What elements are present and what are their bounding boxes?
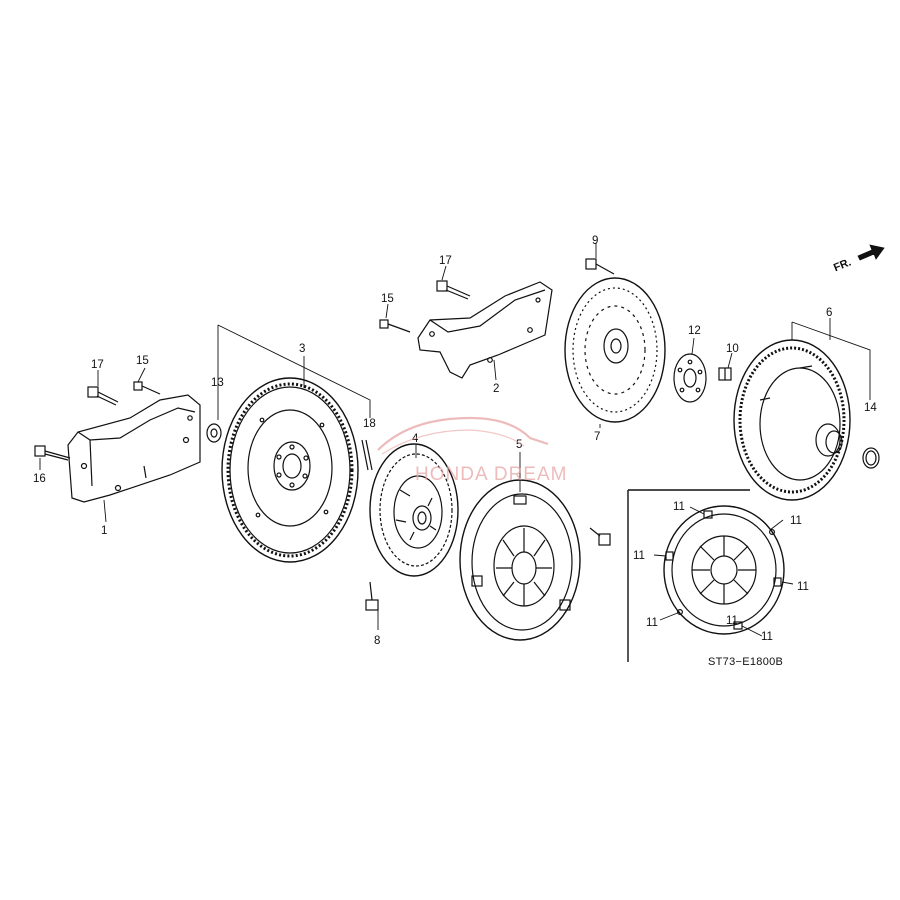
bolt-16 xyxy=(34,445,71,461)
callout-8: 8 xyxy=(374,635,380,647)
callout-9: 9 xyxy=(592,235,598,247)
watermark-car-icon xyxy=(377,416,549,451)
callout-labels: 1 2 3 4 5 6 7 8 9 10 12 13 14 15 15 16 1… xyxy=(33,235,877,668)
callout-11-mid-left: 11 xyxy=(633,550,645,562)
callout-14: 14 xyxy=(864,402,877,414)
front-direction-indicator: FR. xyxy=(832,244,885,274)
inset-pressure-plate xyxy=(627,489,785,662)
callout-15-left: 15 xyxy=(136,355,149,367)
bolt-10 xyxy=(718,367,732,381)
callout-17-left: 17 xyxy=(91,359,104,371)
callout-10: 10 xyxy=(726,343,739,355)
callout-7: 7 xyxy=(594,431,600,443)
bolt-right xyxy=(589,527,611,546)
part-18-dowel-pin xyxy=(361,439,373,471)
leader-lines xyxy=(39,243,871,637)
part-12-washer-plate xyxy=(673,353,707,403)
callout-18: 18 xyxy=(363,418,376,430)
callout-13: 13 xyxy=(211,377,224,389)
callout-11-mid-right: 11 xyxy=(797,581,809,593)
callout-3: 3 xyxy=(299,343,305,355)
callout-11-top-left: 11 xyxy=(673,501,685,513)
diagram-code: ST73−E1800B xyxy=(708,656,783,668)
part-5-pressure-plate xyxy=(459,479,581,641)
callout-5: 5 xyxy=(516,439,522,451)
callout-6: 6 xyxy=(826,307,832,319)
watermark: HONDA DREAM xyxy=(377,416,567,485)
callout-17-upper: 17 xyxy=(439,255,452,267)
callout-11-bottom-right: 11 xyxy=(761,631,773,643)
bolt-17-upper xyxy=(436,280,471,300)
bolt-15-upper xyxy=(379,319,411,333)
part-1-splash-shield xyxy=(67,394,201,503)
part-4-clutch-disc xyxy=(369,443,459,577)
part-7-drive-plate xyxy=(564,277,666,423)
part-3-flywheel xyxy=(221,377,359,563)
part-2-splash-shield xyxy=(417,281,553,379)
front-label: FR. xyxy=(832,256,853,274)
callout-1: 1 xyxy=(101,525,107,537)
bolt-17-left xyxy=(87,386,119,406)
callout-11-top-right: 11 xyxy=(790,515,802,527)
callout-12: 12 xyxy=(688,325,701,337)
bolt-15-left xyxy=(133,381,161,395)
callout-15-upper: 15 xyxy=(381,293,394,305)
callout-16: 16 xyxy=(33,473,46,485)
callout-4: 4 xyxy=(412,433,419,445)
watermark-text: HONDA DREAM xyxy=(415,464,567,485)
front-arrow-icon xyxy=(857,244,885,261)
callout-2: 2 xyxy=(493,383,499,395)
part-13-pilot-bearing xyxy=(206,423,222,443)
callout-11-bottom-left: 11 xyxy=(646,617,658,629)
bolt-8 xyxy=(365,581,379,611)
callout-11-bottom-center: 11 xyxy=(726,615,738,627)
part-14-o-ring xyxy=(862,447,880,469)
part-6-torque-converter xyxy=(733,339,851,501)
bolt-9 xyxy=(585,258,615,275)
